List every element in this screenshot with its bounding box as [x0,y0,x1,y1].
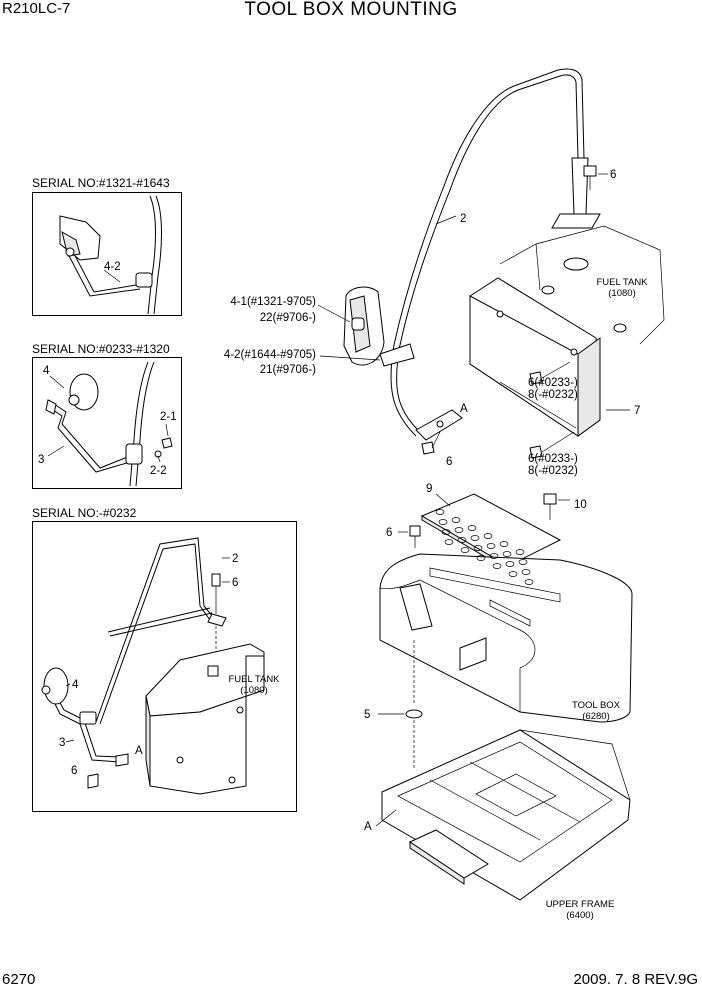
inset-3-callout-2: 2 [232,553,238,565]
plate-hole [470,535,480,541]
inset-2-callout-4: 4 [43,365,50,377]
callout-9: 9 [426,483,432,495]
callout-2: 2 [460,213,466,225]
step-plate-holes [435,509,534,585]
inset-2-callout-2-2: 2-2 [150,465,167,477]
plate-hole [473,545,483,551]
tool-box-number: (6280) [582,711,609,722]
side-mirror [317,286,415,367]
plate-hole [508,571,518,577]
callout-6-plate: 6 [386,527,392,539]
fuel-tank [499,225,665,345]
inset-1-serial: SERIAL NO:#1321-#1643 [32,176,170,190]
inset-3-callout-3: 3 [59,737,65,749]
bolt-6-cover-lower [529,431,575,459]
callout-4-1: 4-1(#1321-9705) [230,296,316,308]
inset-3-callout-4: 4 [72,679,79,691]
inset-3-callout-A: A [135,745,143,757]
washer-5 [378,709,423,719]
plate-hole [438,519,448,525]
upper-frame-label: UPPER FRAME [546,899,615,910]
plate-hole [451,517,461,523]
callout-8-0232b: 8(-#0232) [528,465,578,477]
callout-5: 5 [364,709,370,721]
tank-cover-7 [469,277,630,437]
inset-3-drawing [41,537,265,795]
bolt-10 [543,493,570,520]
callout-10: 10 [574,499,587,511]
callout-8-0232a: 8(-#0232) [528,389,578,401]
bolt-6-cover-upper [529,361,571,385]
plate-hole [521,569,531,575]
plate-hole [467,525,477,531]
tool-box [379,553,633,723]
upper-frame [375,729,631,901]
upper-frame-number: (6400) [566,910,593,921]
inset-3-fuel-tank-number: (1080) [240,685,267,696]
plate-hole [489,553,499,559]
page-number: 6270 [2,971,36,988]
callout-A-upper: A [460,403,468,415]
inset-panel-3 [32,521,297,812]
plate-hole [457,537,467,543]
plate-hole [515,549,525,555]
inset-3-serial: SERIAL NO:-#0232 [32,506,137,520]
inset-1-drawing [59,195,162,315]
callout-6-0233b: 6(#0233-) [528,453,578,465]
callout-22: 22(#9706-) [260,312,316,324]
inset-panel-1 [32,192,182,316]
callout-6-0233a: 6(#0233-) [528,377,578,389]
inset-3-callout-6: 6 [232,577,238,589]
inset-2-callout-2-1: 2-1 [160,411,177,423]
plate-hole [460,547,470,553]
plate-hole [435,509,445,515]
plate-hole [502,551,512,557]
inset-3-callout-6b: 6 [71,765,77,777]
inset-panel-2 [32,357,182,489]
plate-hole [524,579,534,585]
plate-hole [454,527,464,533]
inset-1-callout-4-2: 4-2 [104,261,121,273]
model-number: R210LC-7 [2,0,71,17]
plate-hole [505,561,515,567]
inset-2-callout-3: 3 [38,454,44,466]
fuel-tank-number: (1080) [608,288,635,299]
revision-date: 2009. 7. 8 REV.9G [573,971,698,988]
plate-hole [441,529,451,535]
plate-hole [518,559,528,565]
bolt-6-bracket [421,431,441,455]
page-title: TOOL BOX MOUNTING [244,0,458,20]
tool-box-label: TOOL BOX [572,700,621,711]
inset-2-drawing [45,361,173,487]
callout-21: 21(#9706-) [260,364,316,376]
plate-hole [492,563,502,569]
callout-6-mid: 6 [446,456,452,468]
plate-hole [499,541,509,547]
callout-7: 7 [634,405,640,417]
bolt-6-top [583,165,608,190]
callout-4-2: 4-2(#1644-#9705) [224,349,316,361]
fuel-tank-label: FUEL TANK [596,277,648,288]
plate-hole [444,539,454,545]
plate-hole [486,543,496,549]
callout-A-lower: A [364,821,372,833]
inset-3-fuel-tank-label: FUEL TANK [228,674,280,685]
bolt-6-plate [398,525,421,548]
plate-hole [476,555,486,561]
inset-2-serial: SERIAL NO:#0233-#1320 [32,342,170,356]
callout-6-top: 6 [610,169,616,181]
plate-hole [483,533,493,539]
